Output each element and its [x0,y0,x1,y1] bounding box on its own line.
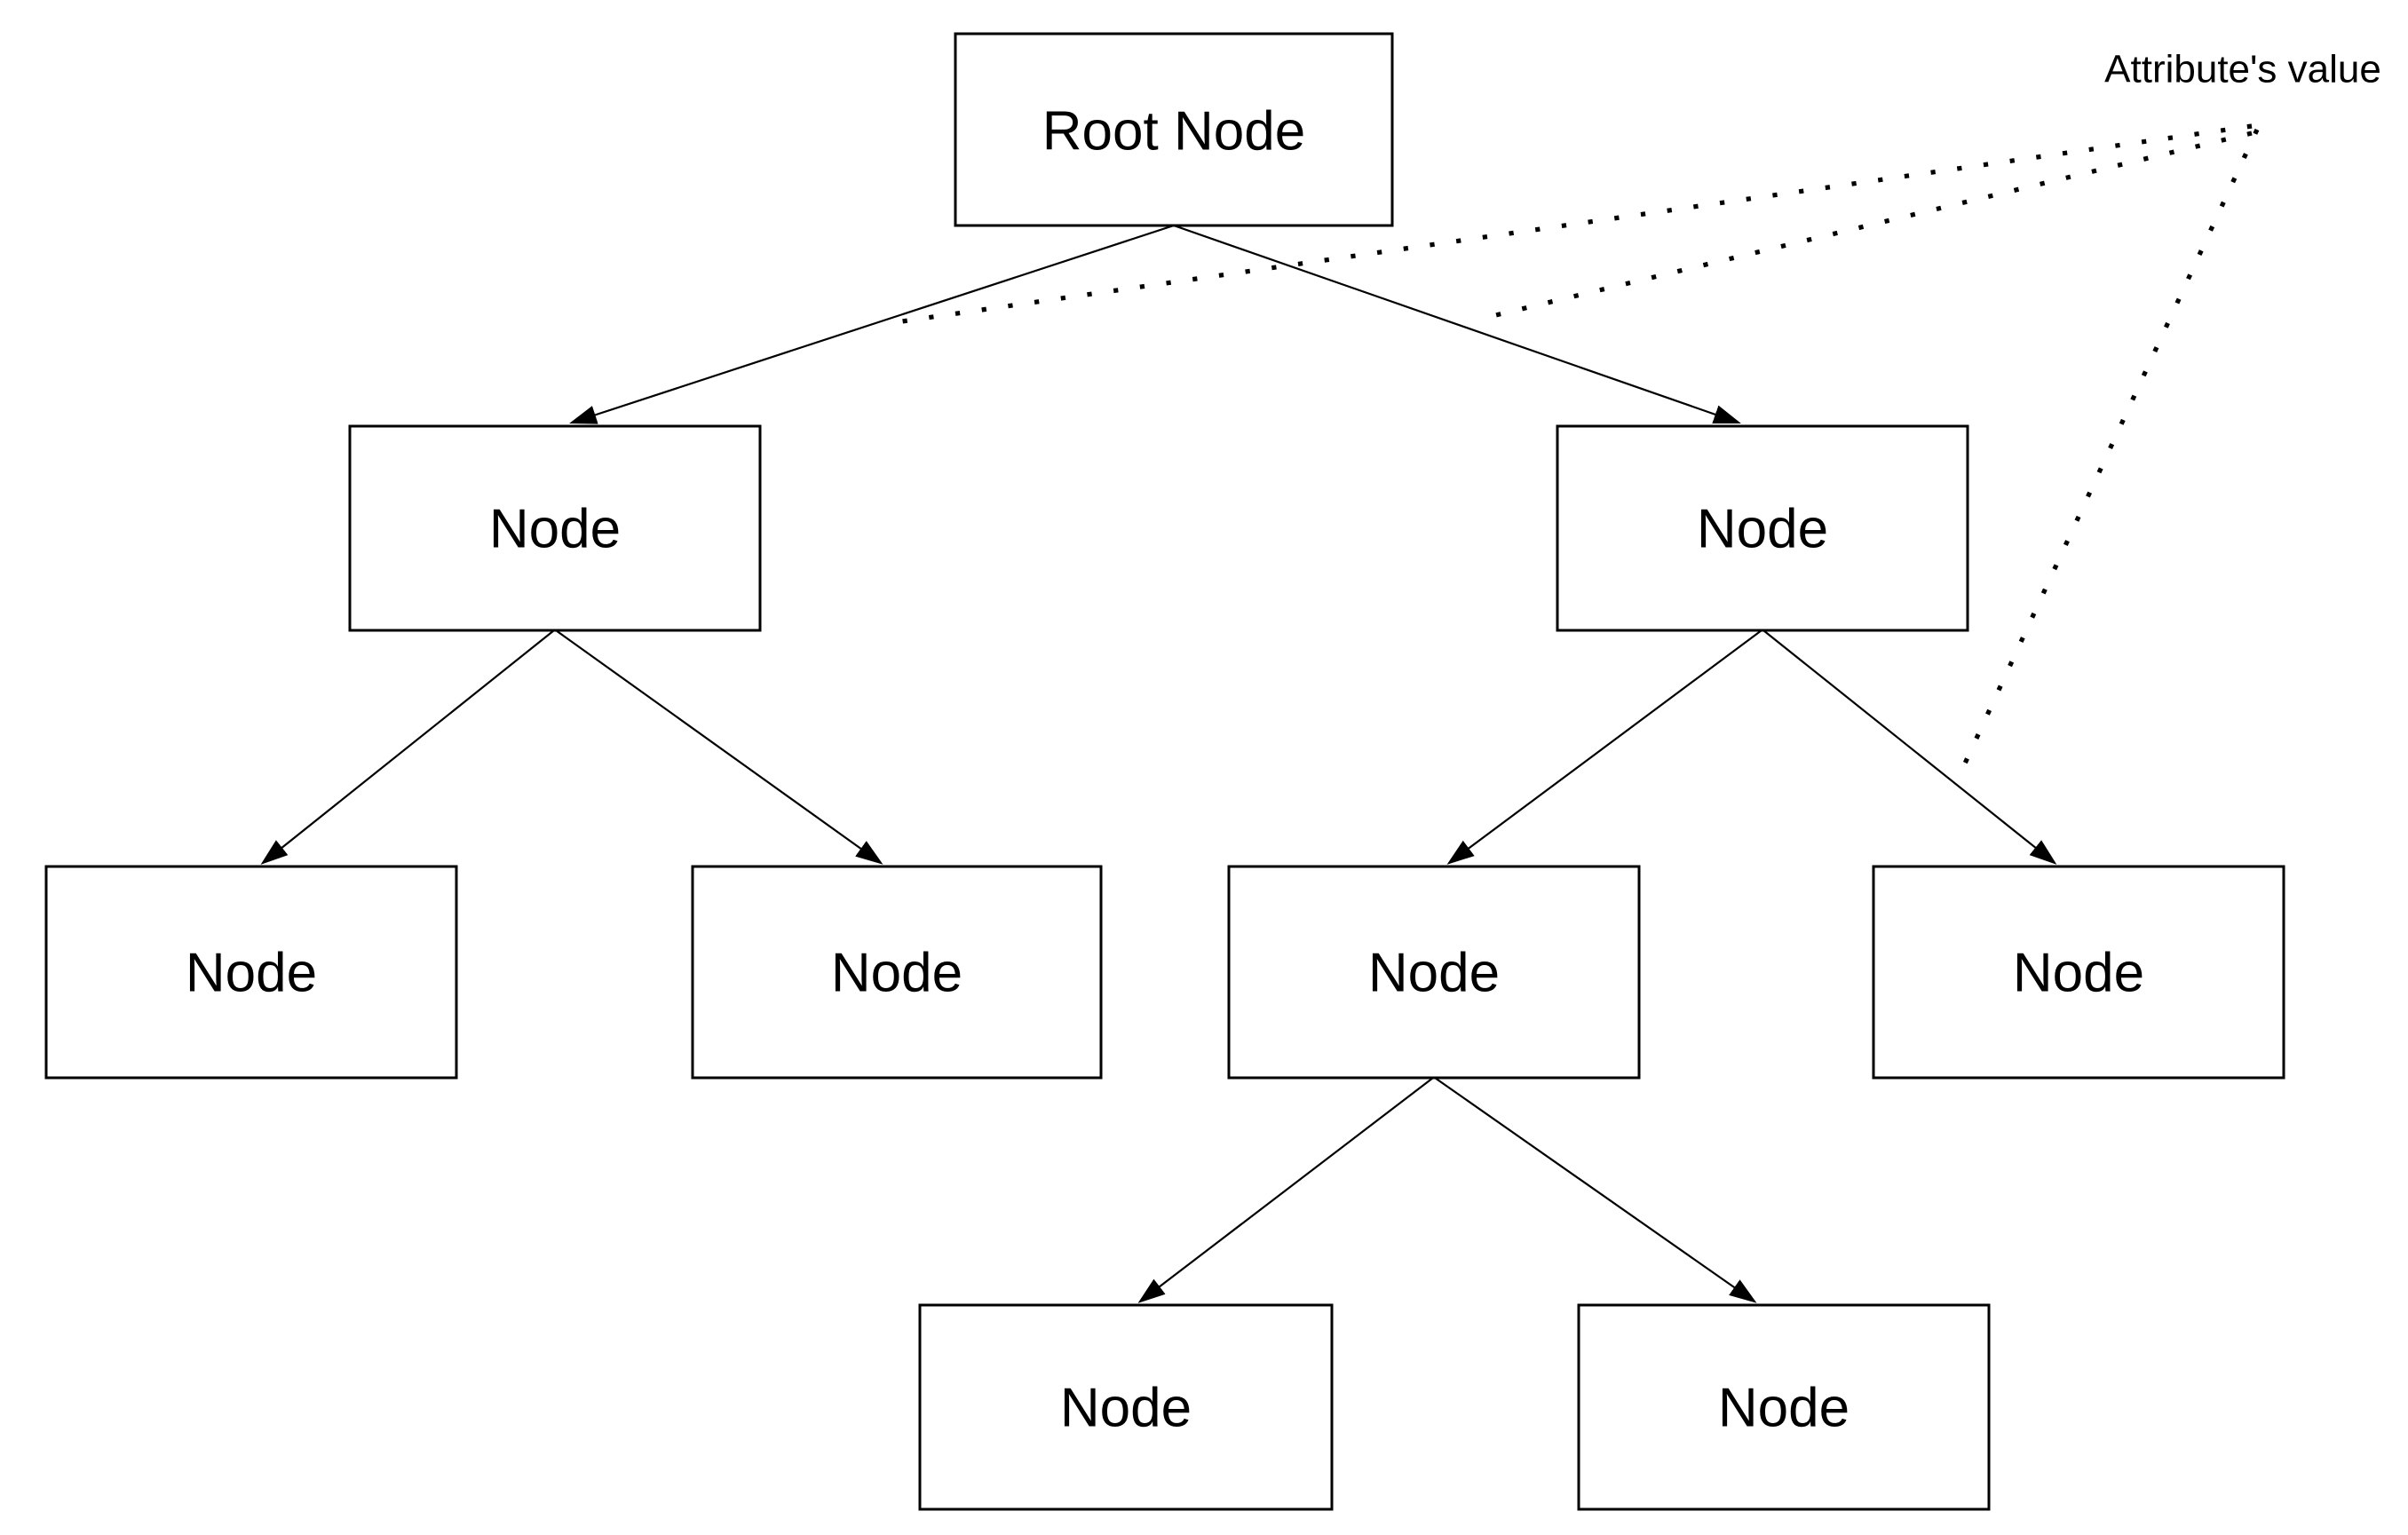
node-root: Root Node [954,32,1394,227]
node-level3-b: Node [691,865,1103,1080]
node-level4-b-box [1577,1303,1991,1511]
node-level4-a-label: Node [1060,1378,1192,1439]
edge-l2-right-to-l3-d [1762,629,2057,865]
annotation-pointers [889,123,2260,767]
node-level4-a: Node [918,1303,1334,1511]
annotation-pointer-l3-d-edge [1961,128,2260,767]
node-level3-a-box [44,865,458,1080]
node-level2-right-label: Node [1697,499,1828,560]
node-level3-c-label: Node [1368,943,1500,1004]
node-level3-b-label: Node [831,943,962,1004]
node-level4-a-box [918,1303,1334,1511]
node-level3-a-label: Node [186,943,317,1004]
annotation-label: Attribute's value [2104,48,2381,91]
node-level3-c-box [1227,865,1641,1080]
node-level4-b-label: Node [1718,1378,1850,1439]
node-level3-d: Node [1872,865,2285,1080]
edge-root-to-l2-left [569,224,1175,424]
node-level3-b-box [691,865,1103,1080]
tree-edges [260,224,2057,1303]
annotation-pointer-left-root-edge [889,123,2253,326]
node-level2-left-box [348,424,762,632]
node-level2-right-box [1556,424,1969,632]
node-level2-left: Node [348,424,762,632]
node-level2-right: Node [1556,424,1969,632]
node-level3-d-box [1872,865,2285,1080]
edge-root-to-l2-right [1173,224,1741,424]
node-level3-d-label: Node [2013,943,2144,1004]
node-level3-c: Node [1227,865,1641,1080]
node-level4-b: Node [1577,1303,1991,1511]
edge-l3-c-to-l4-a [1137,1077,1434,1303]
edge-l2-left-to-l3-a [260,629,555,865]
node-level3-a: Node [44,865,458,1080]
node-root-box [954,32,1394,227]
annotation-pointer-right-root-edge [1484,131,2253,320]
edge-l2-right-to-l3-c [1446,629,1762,865]
edge-l2-left-to-l3-b [555,629,883,865]
node-root-label: Root Node [1042,101,1305,162]
edge-l3-c-to-l4-b [1434,1077,1757,1303]
node-level2-left-label: Node [489,499,621,560]
